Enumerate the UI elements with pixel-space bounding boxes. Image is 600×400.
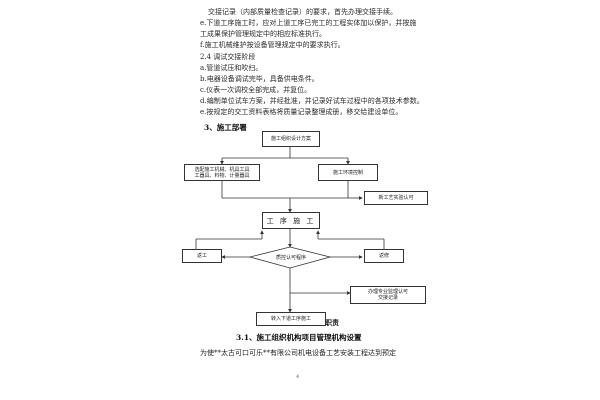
box-machinery-line2: 工器具、料物、计量器具 <box>194 172 250 179</box>
page-number: 4 <box>296 374 300 380</box>
box-construction-plan: 施工组织设计方案 <box>262 131 320 147</box>
box-machinery: 选配施工机械、机具工具 工器具、料物、计量器具 <box>184 164 260 181</box>
text-line-7: b.电器设备调试完毕，具备供电条件。 <box>200 75 319 83</box>
box-machinery-line1: 选配施工机械、机具工具 <box>194 166 250 173</box>
text-line-4: f.施工机械维护按设备管理规定中的要求执行。 <box>200 41 345 49</box>
text-line-5: 2.4 调试交接阶段 <box>200 53 256 61</box>
text-line-1: 交接记录（内部质量检查记录）的要求，首先办理交接手续。 <box>208 8 397 16</box>
text-line-2: e.下道工序施工时，应对上道工序已完工的工程实体加以保护，并按施 <box>200 19 417 27</box>
text-line-10: e.按规定的交工资料表格将质量记录整理成册，移交给建设单位。 <box>200 108 403 116</box>
section-heading: 3、施工部署 <box>204 123 247 132</box>
quality-check-label: 质控认可程序 <box>276 255 307 261</box>
box-supervision: 办理专业监理认可 交接记录 <box>350 286 426 304</box>
text-line-8: c.仪表一次调校全部完成，并复位。 <box>200 86 312 94</box>
box-supervision-line1: 办理专业监理认可 <box>367 289 408 295</box>
box-rework: 返工 <box>182 249 222 263</box>
text-line-3: 工成果保护管理规定中的相应标准执行。 <box>200 30 326 38</box>
subsection-caption: 3.1、施工组织机构项目管理机构设置 <box>236 333 362 342</box>
box-scrap: 返修 <box>364 249 404 263</box>
text-line-6: a.管道试压和吹扫。 <box>200 64 263 72</box>
box-supervision-line2: 交接记录 <box>377 295 398 301</box>
box-new-process: 新工艺实验认可 <box>364 191 428 205</box>
overlap-text: 职责 <box>325 318 339 327</box>
box-construction: 工 序 施 工 <box>262 212 320 229</box>
box-site-control: 施工环境控制 <box>318 164 378 181</box>
body-text-line: 为使**太古可口可乐**有限公司机电设备工艺安装工程达到预定 <box>200 349 396 357</box>
box-next-process: 转入下道工序施工 <box>256 312 326 326</box>
text-line-9: d.编制单位试车方案，并经批准，并记录好试车过程中的各项技术参数。 <box>200 97 424 105</box>
